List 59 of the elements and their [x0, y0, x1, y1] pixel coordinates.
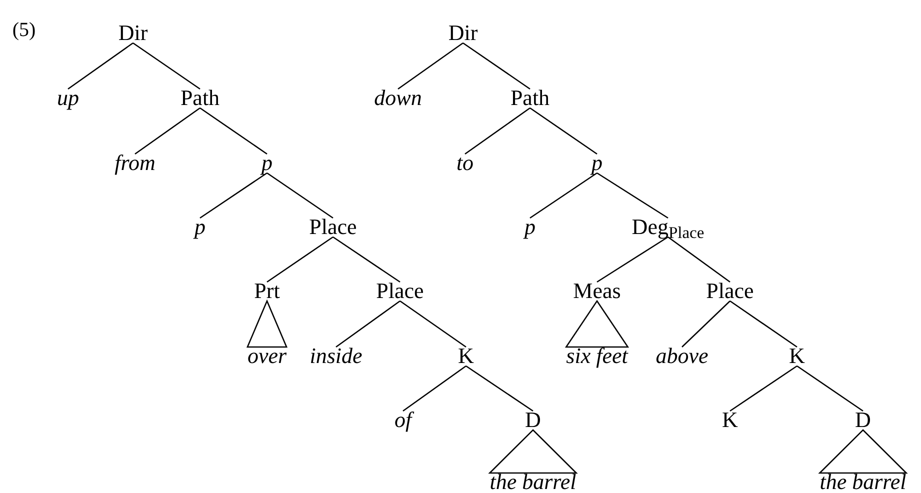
tree-branch — [400, 300, 466, 348]
tree-branch — [796, 365, 864, 412]
word-label: p — [262, 151, 272, 175]
category-label: K — [458, 344, 474, 368]
word-label: to — [456, 151, 474, 175]
category-label: Prt — [254, 279, 280, 303]
tree-branch — [68, 42, 134, 90]
tree-branch — [336, 300, 400, 348]
word-label: of — [394, 408, 412, 432]
category-label: Place — [309, 215, 357, 239]
category-label: Deg$_{Place}$ — [632, 215, 704, 239]
category-label: K — [789, 344, 805, 368]
tree-branch — [266, 236, 334, 283]
category-label: Path — [510, 86, 550, 110]
category-label: D — [525, 408, 541, 432]
triangle-branch — [564, 300, 630, 348]
word-label: inside — [310, 344, 362, 368]
tree-branch — [132, 42, 200, 90]
category-label: Place — [706, 279, 754, 303]
tree-branch — [466, 365, 534, 412]
tree-branch — [332, 236, 400, 283]
category-label: Dir — [448, 21, 478, 45]
tree-branch — [462, 42, 530, 90]
word-label: the barrel — [820, 470, 906, 493]
word-label: p — [194, 215, 206, 239]
tree-branch — [530, 107, 598, 155]
tree-branch — [200, 107, 268, 155]
word-label: the barrel — [490, 470, 576, 493]
triangle-branch — [818, 429, 908, 474]
tree-branch — [530, 172, 598, 219]
category-label: Dir — [118, 21, 148, 45]
word-label: from — [114, 151, 156, 175]
triangle-branch — [488, 429, 578, 474]
category-label: D — [855, 408, 871, 432]
tree-branch — [596, 172, 668, 219]
example-number: (5) — [12, 18, 36, 42]
word-label: p — [592, 151, 602, 175]
word-label: up — [57, 86, 79, 110]
category-label: Place — [376, 279, 424, 303]
tree-branch — [134, 107, 200, 155]
word-label: over — [247, 344, 287, 368]
word-label: six feet — [566, 344, 628, 368]
tree-branch — [200, 172, 268, 219]
tree-branch — [402, 365, 466, 412]
tree-branch — [464, 107, 530, 155]
category-label: K — [722, 408, 738, 432]
triangle-branch — [246, 299, 288, 348]
tree-branch — [730, 365, 798, 412]
tree-branch — [266, 172, 334, 219]
tree-branch — [668, 236, 730, 283]
word-label: p — [524, 215, 536, 239]
tree-branch — [398, 42, 464, 90]
category-label: Path — [180, 86, 220, 110]
word-label: down — [374, 86, 422, 110]
word-label: above — [656, 344, 708, 368]
tree-branch — [682, 300, 730, 348]
tree-branch — [730, 300, 798, 348]
tree-branch — [596, 236, 668, 283]
category-label: Meas — [573, 279, 621, 303]
